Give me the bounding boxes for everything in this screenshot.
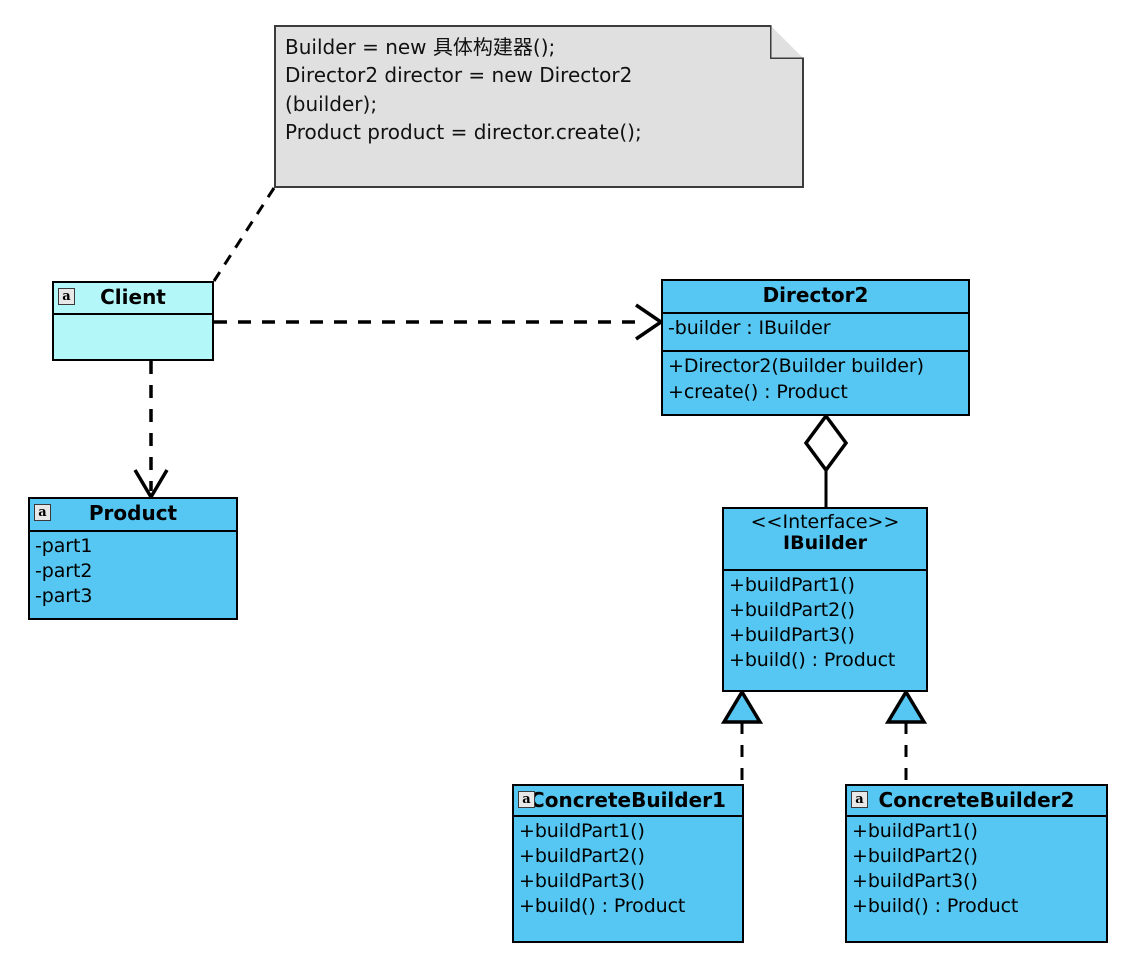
director2-operations-compartment: +Director2(Builder builder) +create() : … <box>663 352 968 414</box>
stereotype-label: <<Interface>> <box>750 511 900 533</box>
operation-row: +Director2(Builder builder) <box>668 355 924 378</box>
class-marker-icon: a <box>851 791 868 808</box>
operation-row: +buildPart3() <box>519 870 645 893</box>
class-name-product: Product <box>88 501 178 525</box>
note-line-3: (builder); <box>285 91 378 116</box>
class-name-director2: Director2 <box>762 283 869 307</box>
attribute-row: -part1 <box>35 535 93 557</box>
note-line-1: Builder = new 具体构建器(); <box>285 35 556 59</box>
operation-row: +buildPart1() <box>852 820 978 842</box>
class-box-product[interactable]: a Product -part1 -part2 -part3 <box>28 497 238 620</box>
ibuilder-header: <<Interface>> IBuilder <box>724 509 926 571</box>
note-fold-corner-icon <box>770 25 804 59</box>
attribute-row: -part3 <box>35 585 93 608</box>
operation-row: +buildPart1() <box>729 574 855 596</box>
class-name-client: Client <box>100 285 166 309</box>
operation-row: +buildPart3() <box>729 624 855 647</box>
product-header: a Product <box>30 499 236 532</box>
client-director2-arrowhead <box>635 303 665 341</box>
class-marker-icon: a <box>34 504 51 521</box>
class-box-client[interactable]: a Client <box>52 281 214 361</box>
client-code-note: Builder = new 具体构建器(); Director2 directo… <box>274 25 804 188</box>
note-line-2: Director2 director = new Director2 <box>285 63 633 88</box>
director2-attributes-compartment: -builder : IBuilder <box>663 314 968 353</box>
operation-row: +build() : Product <box>519 895 686 918</box>
realization-triangle-1 <box>720 688 764 724</box>
ibuilder-operations-compartment: +buildPart1() +buildPart2() +buildPart3(… <box>724 571 926 690</box>
aggregation-diamond <box>803 413 849 473</box>
client-header: a Client <box>54 283 212 315</box>
note-line-4: Product product = director.create(); <box>285 120 642 145</box>
client-attributes-compartment <box>54 315 212 359</box>
concretebuilder1-header: a ConcreteBuilder1 <box>514 786 742 817</box>
class-marker-icon: a <box>58 288 75 305</box>
attribute-row: -builder : IBuilder <box>668 317 831 339</box>
class-box-director2[interactable]: Director2 -builder : IBuilder +Director2… <box>661 279 970 416</box>
realization-triangle-2 <box>884 688 928 724</box>
class-name-concretebuilder1: ConcreteBuilder1 <box>530 788 726 812</box>
class-name-ibuilder: IBuilder <box>783 531 867 554</box>
attribute-row: -part2 <box>35 560 93 583</box>
operation-row: +create() : Product <box>668 380 848 403</box>
operation-row: +buildPart1() <box>519 820 645 842</box>
class-box-concretebuilder1[interactable]: a ConcreteBuilder1 +buildPart1() +buildP… <box>512 784 744 943</box>
director2-header: Director2 <box>663 281 968 314</box>
operation-row: +buildPart2() <box>852 845 978 868</box>
operation-row: +buildPart2() <box>519 845 645 868</box>
operation-row: +build() : Product <box>729 649 896 672</box>
operation-row: +build() : Product <box>852 895 1019 918</box>
operation-row: +buildPart2() <box>729 599 855 622</box>
class-box-ibuilder[interactable]: <<Interface>> IBuilder +buildPart1() +bu… <box>722 507 928 692</box>
operation-row: +buildPart3() <box>852 870 978 893</box>
class-box-concretebuilder2[interactable]: a ConcreteBuilder2 +buildPart1() +buildP… <box>845 784 1108 943</box>
note-anchor-line <box>212 187 276 282</box>
class-name-concretebuilder2: ConcreteBuilder2 <box>878 788 1075 812</box>
concretebuilder2-operations-compartment: +buildPart1() +buildPart2() +buildPart3(… <box>847 817 1106 941</box>
concretebuilder2-header: a ConcreteBuilder2 <box>847 786 1106 817</box>
concretebuilder1-operations-compartment: +buildPart1() +buildPart2() +buildPart3(… <box>514 817 742 941</box>
client-product-arrowhead <box>133 469 169 501</box>
product-attributes-compartment: -part1 -part2 -part3 <box>30 532 236 618</box>
class-marker-icon: a <box>518 791 535 808</box>
